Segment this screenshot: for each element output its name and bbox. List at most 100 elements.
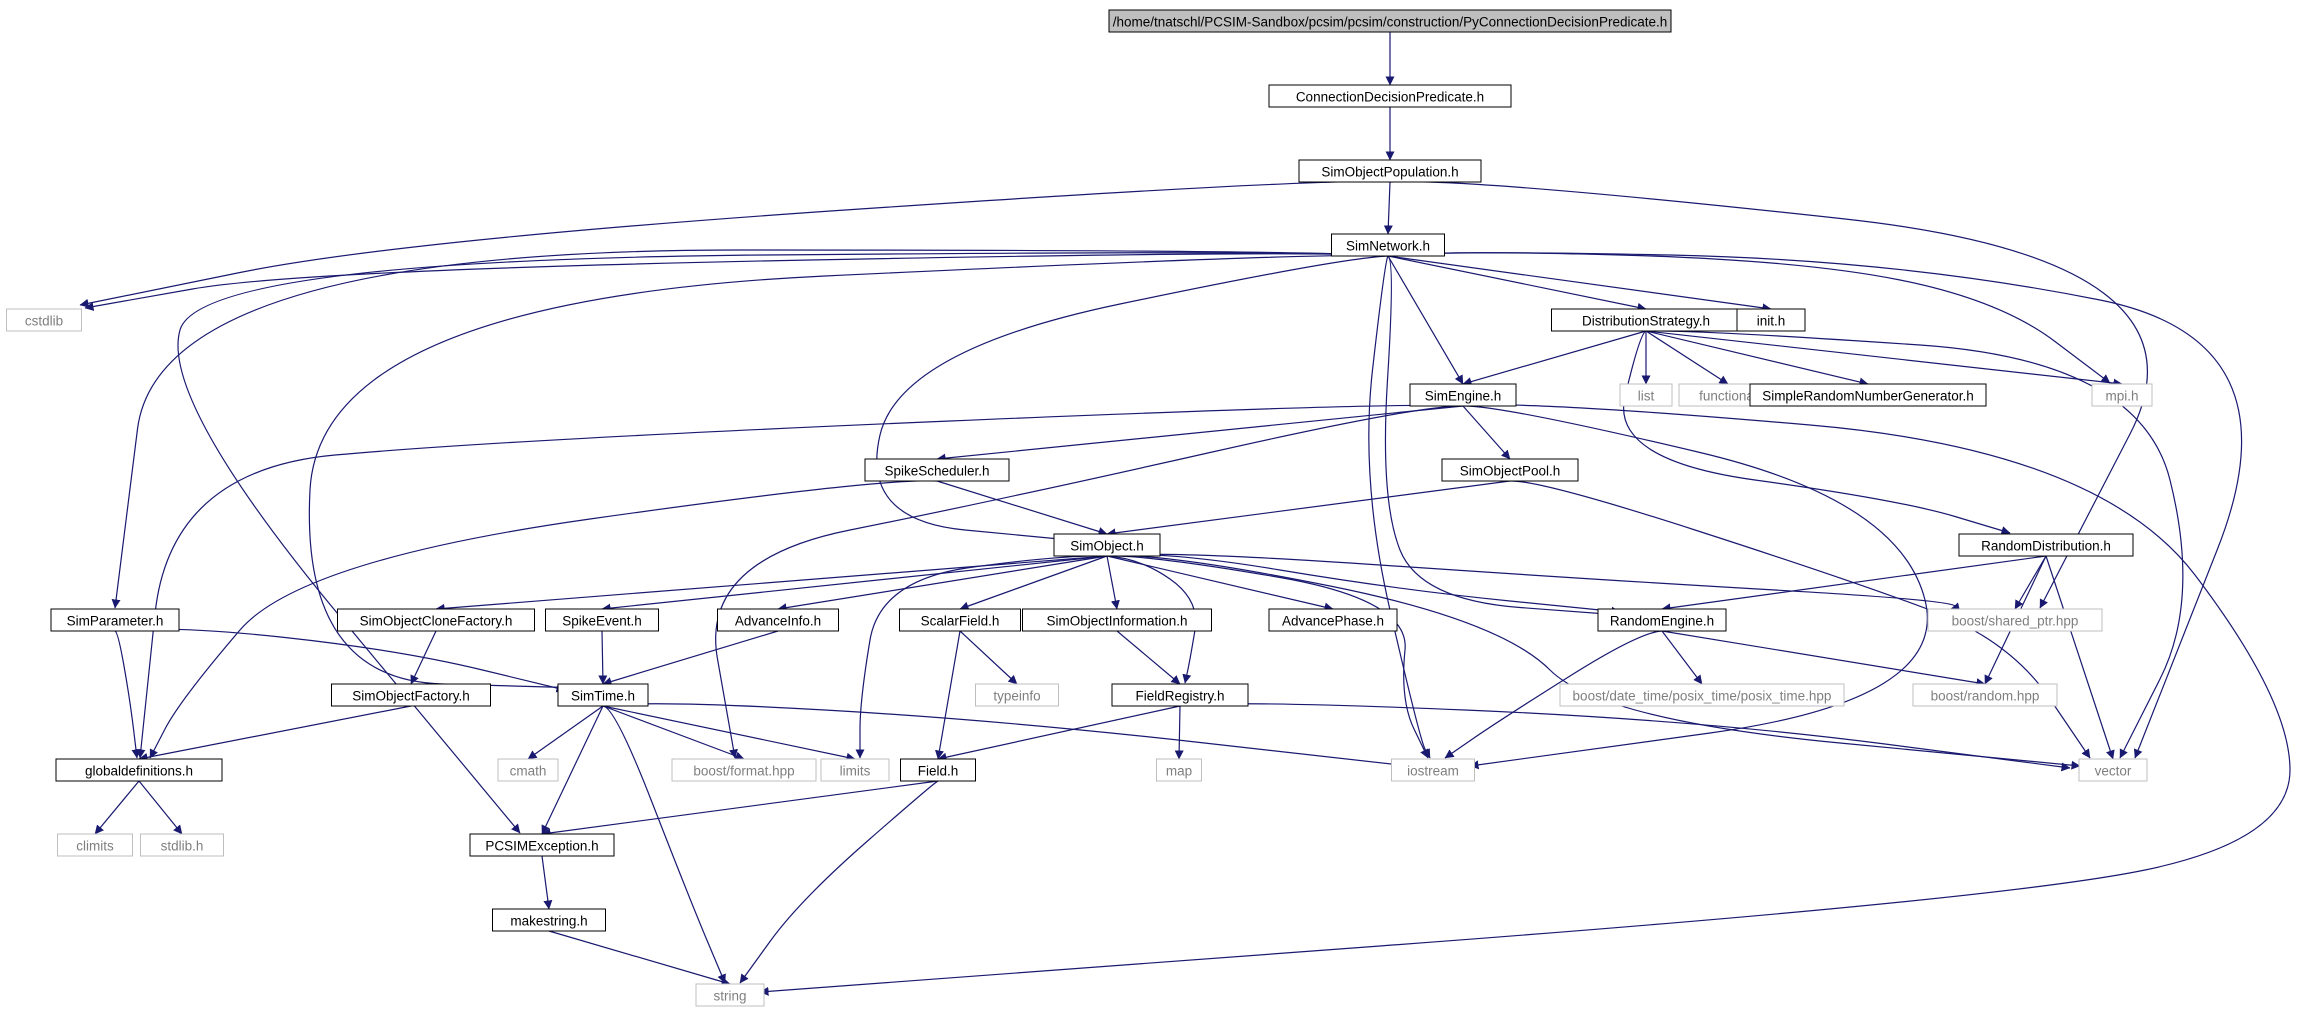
node-box [337, 608, 535, 632]
node-label: DistributionStrategy.h [1582, 314, 1710, 329]
node-label: RandomEngine.h [1610, 614, 1714, 629]
node-advphase[interactable]: AdvancePhase.h [1268, 608, 1398, 632]
node-label: SimObject.h [1070, 539, 1144, 554]
node-label: PCSIMException.h [485, 839, 598, 854]
node-label: SimNetwork.h [1346, 239, 1430, 254]
node-label: list [1638, 389, 1655, 404]
node-advinfo[interactable]: AdvanceInfo.h [717, 608, 839, 632]
edge-simtime-to-limits [602, 705, 856, 762]
node-socf[interactable]: SimObjectCloneFactory.h [337, 608, 535, 632]
node-label: SimObjectPool.h [1460, 464, 1561, 479]
node-simobject[interactable]: SimObject.h [1053, 533, 1161, 557]
node-limits: limits [820, 758, 890, 782]
edge-field-to-pcsimexc [541, 780, 939, 838]
node-box [671, 758, 817, 782]
edge-sop-to-simnet [1383, 181, 1393, 235]
node-sopool[interactable]: SimObjectPool.h [1441, 458, 1579, 482]
node-box [331, 683, 491, 707]
edge-simobject-to-advinfo [777, 555, 1108, 613]
node-box [140, 833, 224, 857]
edge-simobject-to-limits [855, 555, 1108, 759]
edge-randdist-to-sharedptr [2014, 555, 2047, 610]
edge-randdist-to-randengine [1661, 555, 2047, 613]
node-diststrat[interactable]: DistributionStrategy.h [1551, 308, 1741, 332]
edge-socf-to-sofactory [410, 630, 437, 685]
edge-simengine-to-sopool [1462, 405, 1511, 460]
node-field[interactable]: Field.h [900, 758, 976, 782]
node-simparam[interactable]: SimParameter.h [50, 608, 180, 632]
node-box [545, 608, 659, 632]
edge-field-to-string [739, 780, 939, 984]
node-globaldefs[interactable]: globaldefinitions.h [55, 758, 223, 782]
node-box [2078, 758, 2148, 782]
node-box [1441, 458, 1579, 482]
edge-simnet-to-cstdlib [84, 253, 1389, 311]
edge-sopool-to-simobject [1106, 480, 1511, 538]
edge-simnet-to-simtime [308, 254, 1389, 693]
node-spikeevent[interactable]: SpikeEvent.h [545, 608, 659, 632]
node-box [1749, 383, 1987, 407]
node-label: boost/date_time/posix_time/posix_time.hp… [1573, 689, 1832, 704]
node-label: init.h [1757, 314, 1786, 329]
node-label: SimObjectInformation.h [1046, 614, 1187, 629]
node-simnet[interactable]: SimNetwork.h [1331, 233, 1445, 257]
node-scalarfield[interactable]: ScalarField.h [899, 608, 1021, 632]
node-boostformat: boost/format.hpp [671, 758, 817, 782]
node-sofactory[interactable]: SimObjectFactory.h [331, 683, 491, 707]
edge-spikesched-to-simobject [936, 480, 1108, 536]
edge-simobject-to-vector [1106, 554, 2081, 770]
node-box [717, 608, 839, 632]
node-box [695, 983, 765, 1007]
node-label: boost/format.hpp [693, 764, 794, 779]
edge-simnet-to-simobject [876, 255, 1389, 544]
edge-spikesched-to-globaldefs [149, 480, 938, 759]
node-randdist[interactable]: RandomDistribution.h [1958, 533, 2134, 557]
node-box [57, 833, 133, 857]
node-label: cstdlib [25, 314, 63, 329]
node-cdp[interactable]: ConnectionDecisionPredicate.h [1268, 84, 1512, 108]
node-box [899, 608, 1021, 632]
node-box [864, 458, 1010, 482]
node-fieldreg[interactable]: FieldRegistry.h [1111, 683, 1249, 707]
edge-simobject-to-fieldreg [1106, 555, 1197, 684]
node-simengine[interactable]: SimEngine.h [1409, 383, 1517, 407]
edge-simtime-to-iostream [602, 703, 1401, 769]
edge-randengine-to-boostrandom [1661, 630, 1986, 688]
node-box [2091, 383, 2153, 407]
edge-diststrat-to-mpi [1645, 330, 2123, 388]
edge-sop-to-sharedptr [1389, 181, 2148, 609]
edge-globaldefs-to-stdlibh [138, 780, 183, 835]
node-simtime[interactable]: SimTime.h [557, 683, 649, 707]
node-root[interactable]: /home/tnatschl/PCSIM-Sandbox/pcsim/pcsim… [1108, 9, 1672, 33]
file-nodes: /home/tnatschl/PCSIM-Sandbox/pcsim/pcsim… [6, 9, 2153, 1007]
node-label: SimpleRandomNumberGenerator.h [1762, 389, 1974, 404]
node-vector: vector [2078, 758, 2148, 782]
node-pcsimexc[interactable]: PCSIMException.h [469, 833, 615, 857]
node-label: SimTime.h [571, 689, 635, 704]
node-randengine[interactable]: RandomEngine.h [1597, 608, 1727, 632]
node-box [1156, 758, 1202, 782]
edge-randdist-to-vector [2045, 555, 2115, 760]
node-cstdlib: cstdlib [6, 308, 82, 332]
node-srng[interactable]: SimpleRandomNumberGenerator.h [1749, 383, 1987, 407]
node-spikesched[interactable]: SpikeScheduler.h [864, 458, 1010, 482]
node-soinfo[interactable]: SimObjectInformation.h [1022, 608, 1212, 632]
node-box [1022, 608, 1212, 632]
node-label: functional [1699, 389, 1757, 404]
node-sop[interactable]: SimObjectPopulation.h [1298, 159, 1482, 183]
edge-globaldefs-to-climits [94, 780, 140, 835]
node-label: boost/random.hpp [1931, 689, 2040, 704]
edge-randengine-to-iostream [1444, 630, 1663, 759]
node-box [557, 683, 649, 707]
node-makestring[interactable]: makestring.h [492, 908, 606, 932]
edge-pcsimexc-to-makestring [541, 855, 553, 910]
edge-spikeevent-to-simtime [598, 630, 608, 685]
node-label: map [1166, 764, 1192, 779]
node-typeinfo: typeinfo [975, 683, 1059, 707]
node-iostream: iostream [1391, 758, 1475, 782]
node-box [1111, 683, 1249, 707]
node-init[interactable]: init.h [1736, 308, 1806, 332]
edge-simtime-to-cmath [527, 705, 604, 760]
edge-simobject-to-sharedptr [1106, 553, 1961, 613]
dependency-edges [79, 32, 2291, 996]
